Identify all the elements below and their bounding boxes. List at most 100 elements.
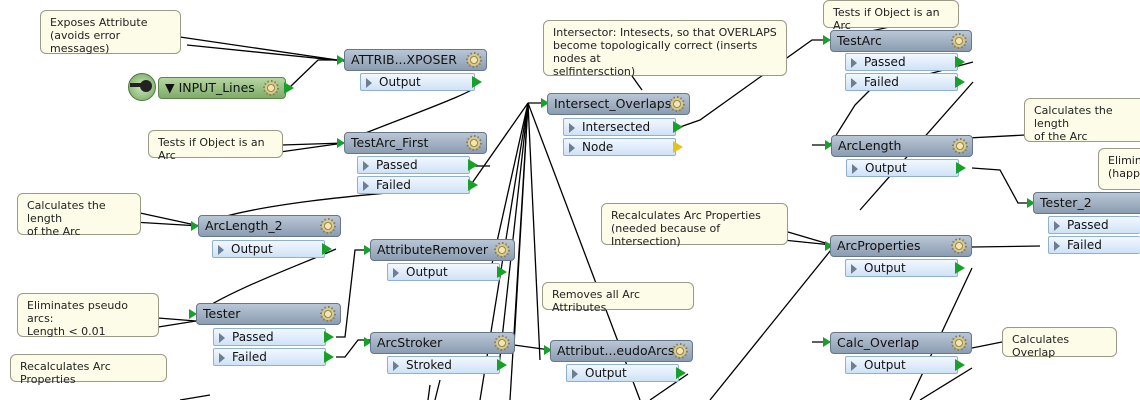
port-intersected[interactable]: Intersected	[563, 118, 676, 136]
annotation-recalculates-arc-properties-1[interactable]: Recalculates Arc Properties	[10, 354, 167, 386]
port-passed[interactable]: Passed	[357, 156, 470, 174]
annotation-calculates-length-2[interactable]: Calculates the length of the Arc	[1024, 98, 1140, 143]
port-failed[interactable]: Failed	[1048, 236, 1140, 254]
port-passed[interactable]: Passed	[1048, 216, 1140, 234]
gear-icon[interactable]	[669, 96, 685, 112]
output-port-arrow[interactable]	[468, 179, 478, 191]
transformer-tester-2[interactable]: Tester_2	[1033, 192, 1140, 214]
port-stroked[interactable]: Stroked	[387, 356, 500, 374]
port-passed[interactable]: Passed	[213, 328, 326, 346]
gear-icon[interactable]	[494, 335, 510, 351]
triangle-icon	[219, 333, 225, 343]
input-port-arrow[interactable]	[1027, 198, 1035, 208]
output-port-arrow[interactable]	[472, 76, 482, 88]
annotation-removes-all-arc-attributes[interactable]: Removes all Arc Attributes	[542, 282, 694, 314]
transformer-name: ArcLength_2	[205, 218, 283, 233]
port-output[interactable]: Output	[845, 259, 958, 277]
gear-icon[interactable]	[466, 135, 482, 151]
output-port-arrow[interactable]	[955, 262, 965, 274]
triangle-icon	[1054, 221, 1060, 231]
port-node[interactable]: Node	[563, 138, 676, 156]
creator-icon[interactable]	[128, 73, 158, 101]
input-port-arrow[interactable]	[191, 221, 199, 231]
triangle-icon	[572, 369, 578, 379]
annotation-calculates-length-1[interactable]: Calculates the length of the Arc	[17, 193, 141, 238]
input-port-arrow[interactable]	[541, 98, 549, 108]
output-port-arrow[interactable]	[956, 162, 966, 174]
transformer-attribute-remover[interactable]: AttributeRemover	[370, 239, 515, 261]
gear-icon[interactable]	[952, 138, 968, 154]
port-output[interactable]: Output	[566, 364, 679, 382]
input-port-arrow[interactable]	[189, 309, 197, 319]
output-port-arrow[interactable]	[497, 266, 507, 278]
output-port-arrow[interactable]	[955, 76, 965, 88]
output-port-arrow[interactable]	[284, 82, 294, 94]
input-port-arrow[interactable]	[364, 245, 372, 255]
output-port-arrow[interactable]	[673, 121, 683, 133]
gear-icon[interactable]	[951, 335, 967, 351]
transformer-testarc-first[interactable]: TestArc_First	[344, 132, 487, 154]
output-port-arrow[interactable]	[676, 367, 686, 379]
gear-icon[interactable]	[320, 218, 336, 234]
input-port-arrow[interactable]	[823, 35, 831, 45]
output-port-arrow[interactable]	[324, 331, 334, 343]
transformer-arcproperties[interactable]: ArcProperties	[830, 235, 972, 257]
input-port-arrow[interactable]	[825, 140, 833, 150]
port-failed[interactable]: Failed	[357, 176, 470, 194]
transformer-attrib-exposer[interactable]: ATTRIB...XPOSER	[344, 49, 487, 71]
gear-icon[interactable]	[466, 52, 482, 68]
input-port-arrow[interactable]	[823, 337, 831, 347]
transformer-tester[interactable]: Tester	[196, 303, 341, 325]
input-port-arrow[interactable]	[544, 345, 552, 355]
annotation-eliminates-pseudo-arcs[interactable]: Eliminates pseudo arcs: Length < 0.01	[17, 293, 159, 338]
annotation-eliminates-truncated[interactable]: Elimina (happe	[1098, 148, 1140, 190]
transformer-arcstroker[interactable]: ArcStroker	[370, 332, 515, 354]
annotation-exposes-attribute[interactable]: Exposes Attribute (avoids error messages…	[40, 10, 181, 55]
gear-icon[interactable]	[263, 80, 279, 96]
annotation-tests-arc[interactable]: Tests if Object is an Arc	[823, 0, 959, 32]
transformer-testarc[interactable]: TestArc	[830, 30, 972, 52]
input-port-arrow[interactable]	[825, 241, 833, 251]
transformer-intersect-overlaps[interactable]: Intersect_Overlaps	[547, 93, 690, 115]
unconnected-port-arrow[interactable]	[673, 141, 683, 153]
port-output[interactable]: Output	[845, 356, 958, 374]
triangle-icon	[393, 268, 399, 278]
triangle-icon	[851, 361, 857, 371]
output-port-arrow[interactable]	[322, 243, 332, 255]
output-port-arrow[interactable]	[955, 359, 965, 371]
port-passed[interactable]: Passed	[845, 53, 958, 71]
gear-icon[interactable]	[951, 238, 967, 254]
output-port-arrow[interactable]	[468, 159, 478, 171]
output-port-arrow[interactable]	[497, 359, 507, 371]
gear-icon[interactable]	[320, 306, 336, 322]
input-port-arrow[interactable]	[364, 337, 372, 347]
triangle-icon	[569, 123, 575, 133]
gear-icon[interactable]	[951, 33, 967, 49]
port-failed[interactable]: Failed	[213, 348, 326, 366]
transformer-name: Calc_Overlap	[837, 335, 920, 350]
annotation-calculates-overlap[interactable]: Calculates Overlap	[1002, 327, 1117, 359]
annotation-tests-arc-first[interactable]: Tests if Object is an Arc	[148, 130, 283, 162]
output-port-arrow[interactable]	[324, 351, 334, 363]
transformer-arclength[interactable]: ArcLength	[831, 135, 973, 157]
port-output[interactable]: Output	[212, 240, 325, 258]
port-failed[interactable]: Failed	[845, 73, 958, 91]
annotation-intersector[interactable]: Intersector: Intesects, so that OVERLAPS…	[543, 20, 787, 78]
transformer-attribute-remover-pseudoarcs[interactable]: Attribut...eudoArcs	[550, 340, 693, 362]
gear-icon[interactable]	[494, 242, 510, 258]
transformer-input-lines[interactable]: ▼ INPUT_Lines	[158, 77, 286, 99]
annotation-recalculates-arc-properties-2[interactable]: Recalculates Arc Properties (needed beca…	[601, 203, 788, 248]
port-output[interactable]: Output	[387, 263, 500, 281]
output-port-arrow[interactable]	[955, 56, 965, 68]
input-port-arrow[interactable]	[337, 55, 345, 65]
transformer-calc-overlap[interactable]: Calc_Overlap	[830, 332, 972, 354]
transformer-arclength-2[interactable]: ArcLength_2	[198, 215, 341, 237]
input-port-arrow[interactable]	[337, 138, 345, 148]
port-output[interactable]: Output	[846, 159, 959, 177]
port-output[interactable]: Output	[360, 73, 475, 91]
gear-icon[interactable]	[672, 343, 688, 359]
triangle-icon	[393, 361, 399, 371]
triangle-icon	[219, 353, 225, 363]
transformer-name: ATTRIB...XPOSER	[351, 52, 457, 67]
